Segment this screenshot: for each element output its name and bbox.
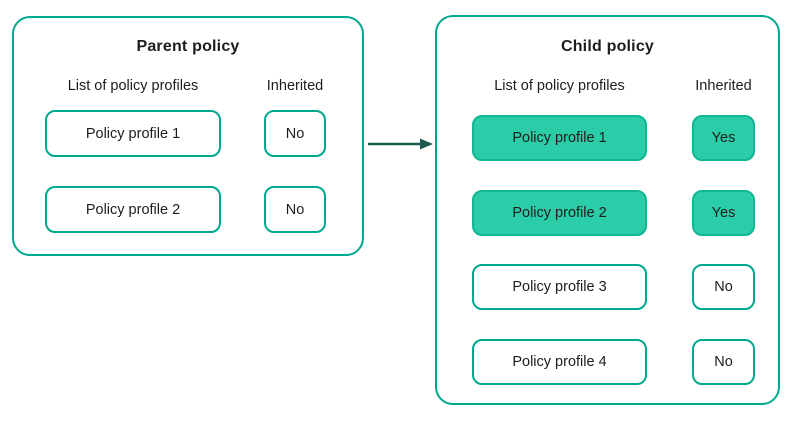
child-inherited-2-box: Yes bbox=[692, 190, 755, 236]
child-inherited-3-box: No bbox=[692, 264, 755, 310]
child-policy-profile-2-box: Policy profile 2 bbox=[472, 190, 647, 236]
parent-column-header-inherited: Inherited bbox=[266, 78, 324, 94]
parent-inherited-2-box: No bbox=[264, 186, 326, 233]
parent-policy-card: Parent policy List of policy profiles In… bbox=[12, 16, 364, 256]
child-policy-profile-3-box: Policy profile 3 bbox=[472, 264, 647, 310]
child-column-header-profiles: List of policy profiles bbox=[494, 78, 625, 94]
child-policy-title: Child policy bbox=[560, 38, 655, 55]
parent-policy-profile-2-box: Policy profile 2 bbox=[45, 186, 221, 233]
parent-policy-profile-1-box: Policy profile 1 bbox=[45, 110, 221, 157]
parent-column-header-profiles: List of policy profiles bbox=[67, 78, 199, 94]
parent-inherited-1-box: No bbox=[264, 110, 326, 157]
inheritance-arrow bbox=[367, 134, 435, 154]
child-policy-card: Child policy List of policy profiles Inh… bbox=[435, 15, 780, 405]
child-inherited-1-box: Yes bbox=[692, 115, 755, 161]
child-policy-profile-4-box: Policy profile 4 bbox=[472, 339, 647, 385]
parent-policy-title: Parent policy bbox=[136, 38, 240, 55]
child-inherited-4-box: No bbox=[692, 339, 755, 385]
child-column-header-inherited: Inherited bbox=[695, 78, 752, 94]
child-policy-profile-1-box: Policy profile 1 bbox=[472, 115, 647, 161]
